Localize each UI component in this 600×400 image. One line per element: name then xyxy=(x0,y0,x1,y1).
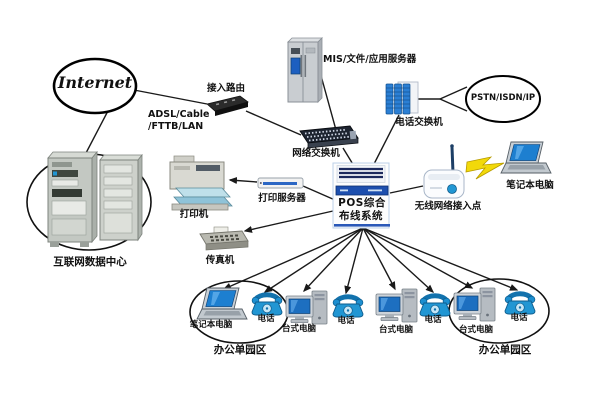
printer-label: 打印机 xyxy=(179,209,209,220)
link-pos-desktop3 xyxy=(362,227,474,289)
data-center-servers-icon xyxy=(47,150,143,247)
office-laptop-label: 笔记本电脑 xyxy=(189,320,233,330)
pstn-label: PSTN/ISDN/IP xyxy=(470,93,536,103)
access-router-label: 接入路由 xyxy=(206,83,246,94)
phone-icon-3 xyxy=(420,296,450,316)
link-pos-phone4 xyxy=(362,227,519,291)
desktop-label-1: 台式电脑 xyxy=(281,324,317,334)
wireless-ap-label: 无线网络接入点 xyxy=(414,201,482,212)
pstn-cloud xyxy=(465,75,541,123)
printer-icon xyxy=(169,155,233,211)
print-server-label: 打印服务器 xyxy=(258,193,306,204)
phone-label-3: 电话 xyxy=(424,315,442,325)
link-pos-office-laptop xyxy=(222,227,364,290)
wireless-ap-icon xyxy=(423,144,465,199)
phone-label-1: 电话 xyxy=(257,314,275,324)
network-switch-icon xyxy=(299,125,359,149)
link-internet-router xyxy=(133,89,208,105)
link-printserver-pos xyxy=(302,185,336,201)
link-pos-phone2 xyxy=(344,227,364,295)
fax-label: 传真机 xyxy=(205,255,235,266)
link-router-netswitch xyxy=(245,110,302,136)
pos-label-line1: POS综合 xyxy=(338,197,386,209)
link-pos-phone1 xyxy=(263,227,364,293)
print-server-icon xyxy=(257,177,304,189)
phone-icon-4 xyxy=(505,294,535,314)
desktop-icon-1 xyxy=(285,290,328,325)
desktop-icon-2 xyxy=(375,288,418,323)
access-router-icon xyxy=(206,95,249,116)
phone-switch-label: 电话交换机 xyxy=(395,117,443,128)
phone-label-4: 电话 xyxy=(510,313,528,323)
mis-server-icon xyxy=(287,37,323,103)
desktop-label-3: 台式电脑 xyxy=(458,325,494,335)
wireless-laptop-icon xyxy=(500,141,552,174)
link-internet-idc xyxy=(85,106,111,154)
link-fork-pstn-top xyxy=(439,86,468,100)
fax-icon xyxy=(199,226,249,251)
link-printserver-printer xyxy=(228,177,258,185)
office-zone-right-label: 办公单园区 xyxy=(478,344,532,356)
phone-label-2: 电话 xyxy=(337,316,355,326)
link-type-label-line2: /FTTB/LAN xyxy=(148,121,204,132)
data-center-label: 互联网数据中心 xyxy=(53,256,127,268)
network-switch-label: 网络交换机 xyxy=(292,148,340,159)
connection-lines xyxy=(85,71,519,295)
pos-label-line2: 布线系统 xyxy=(339,210,383,222)
phone-icon-1 xyxy=(252,295,282,315)
link-fork-pstn-bottom xyxy=(439,98,468,112)
internet-cloud xyxy=(52,57,138,115)
pos-system-icon xyxy=(332,162,390,229)
link-pos-phone3 xyxy=(362,227,435,293)
link-mis-netswitch xyxy=(319,71,337,131)
link-pos-desktop2 xyxy=(362,227,396,291)
link-phoneswitch-pos xyxy=(372,114,400,167)
internet-label: Internet xyxy=(57,73,133,92)
link-pos-ap xyxy=(389,185,424,194)
phone-switch-icon xyxy=(385,81,419,115)
mis-server-label: MIS/文件/应用服务器 xyxy=(323,54,417,65)
phone-icon-2 xyxy=(333,297,363,317)
link-type-label-line1: ADSL/Cable xyxy=(148,109,210,120)
link-pos-fax xyxy=(243,210,334,233)
office-zone-left-label: 办公单园区 xyxy=(213,344,267,356)
link-pos-desktop1 xyxy=(303,227,364,293)
office-laptop-icon xyxy=(196,287,248,320)
desktop-label-2: 台式电脑 xyxy=(378,325,414,335)
wireless-signal-bolt xyxy=(465,156,505,180)
desktop-icon-3 xyxy=(453,287,496,322)
wireless-laptop-label: 笔记本电脑 xyxy=(506,180,554,191)
